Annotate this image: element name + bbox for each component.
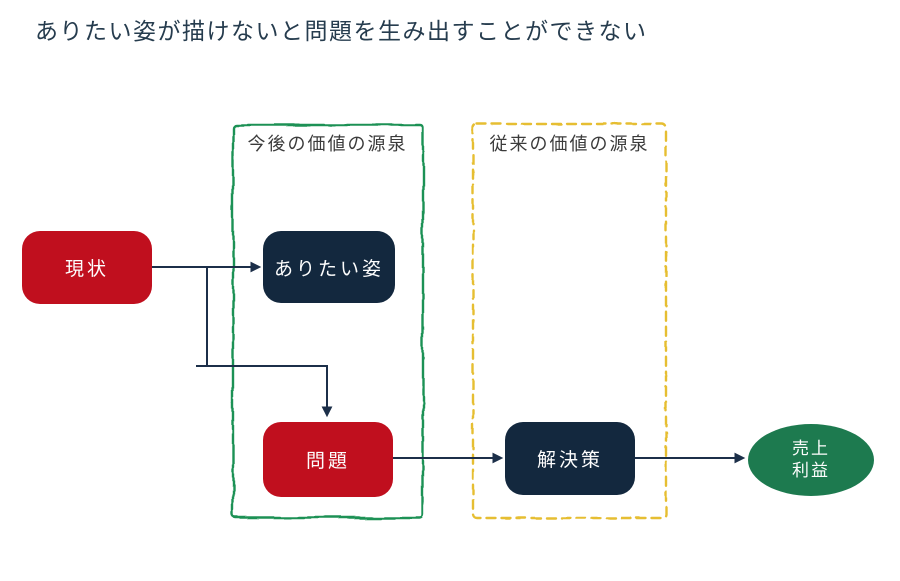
region-future-label: 今後の価値の源泉: [247, 134, 408, 154]
node-outcome-ellipse: 売上 利益: [748, 424, 874, 496]
node-problem-label: 問題: [305, 451, 350, 472]
node-solution-label: 解決策: [536, 450, 603, 471]
node-solution: 解決策: [505, 422, 635, 495]
node-problem: 問題: [263, 422, 393, 497]
region-conventional-label: 従来の価値の源泉: [489, 134, 650, 154]
node-outcome-label-line2: 利益: [792, 461, 830, 480]
node-desired-state: ありたい姿: [263, 231, 395, 303]
region-conventional-border: [471, 122, 668, 520]
page-title: ありたい姿が描けないと問題を生み出すことができない: [35, 18, 648, 44]
region-future-border: [231, 123, 425, 520]
node-current-state-label: 現状: [64, 259, 109, 280]
edge-current-to-problem-arrow: [196, 365, 333, 418]
node-outcome-label-line1: 売上: [792, 438, 830, 458]
node-desired-state-label: ありたい姿: [273, 258, 384, 280]
node-current-state: 現状: [22, 231, 152, 304]
